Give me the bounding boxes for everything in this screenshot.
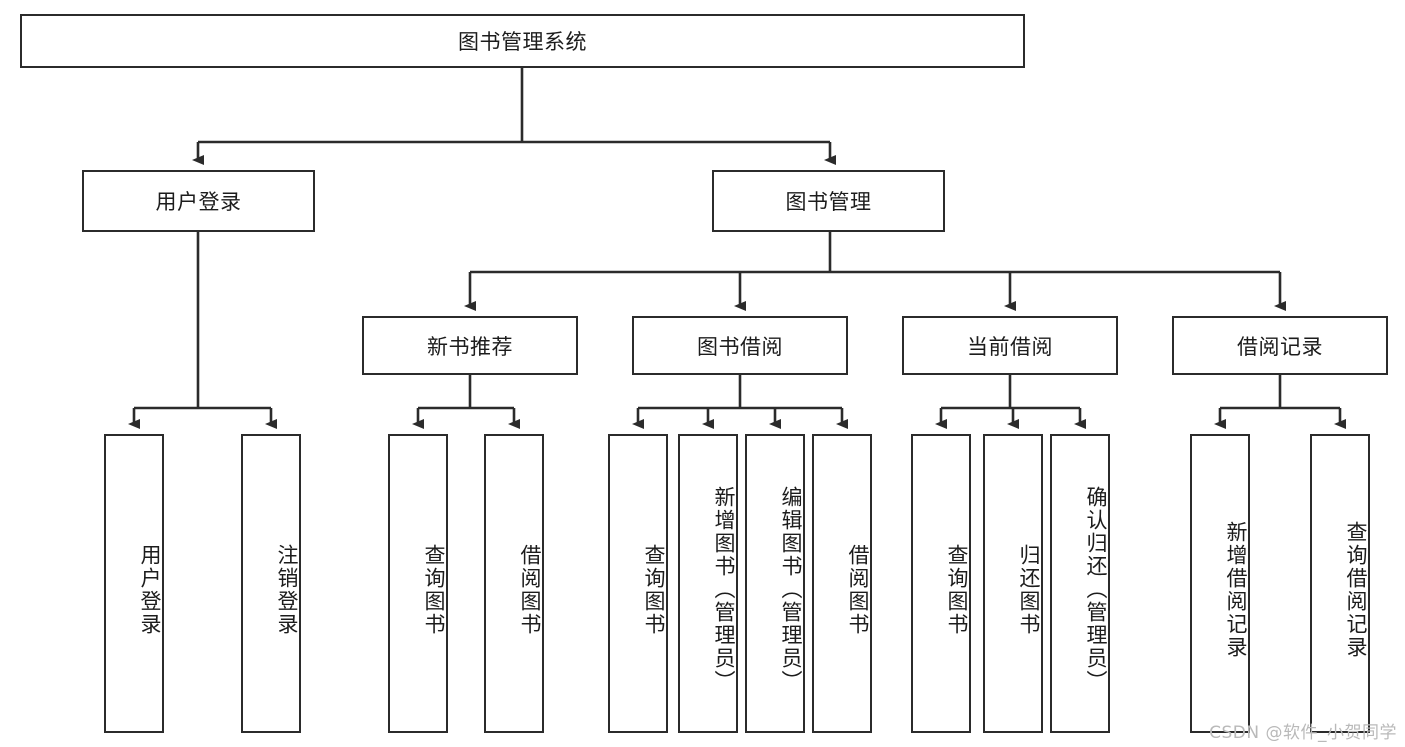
node-leaf-query-book-3[interactable]: 查询图书 — [911, 434, 971, 733]
node-leaf-user-login-label: 用户登录 — [138, 543, 162, 636]
node-leaf-query-book-1[interactable]: 查询图书 — [388, 434, 448, 733]
node-leaf-add-book-label: 新增图书（管理员） — [712, 486, 736, 693]
node-leaf-edit-book[interactable]: 编辑图书（管理员） — [745, 434, 805, 733]
node-leaf-return-book[interactable]: 归还图书 — [983, 434, 1043, 733]
node-book-borrow-label: 图书借阅 — [697, 334, 783, 359]
node-borrow-record[interactable]: 借阅记录 — [1172, 316, 1388, 375]
node-leaf-return-book-label: 归还图书 — [1017, 543, 1041, 636]
node-leaf-query-book-2-label: 查询图书 — [642, 543, 666, 636]
node-leaf-query-record-label: 查询借阅记录 — [1344, 520, 1368, 659]
node-leaf-borrow-book-2-label: 借阅图书 — [846, 543, 870, 636]
node-book-manage-label: 图书管理 — [785, 190, 872, 214]
node-leaf-borrow-book-1[interactable]: 借阅图书 — [484, 434, 544, 733]
node-book-borrow[interactable]: 图书借阅 — [632, 316, 848, 375]
node-leaf-borrow-book-1-label: 借阅图书 — [518, 543, 542, 636]
node-leaf-edit-book-label: 编辑图书（管理员） — [779, 486, 803, 693]
node-leaf-add-book[interactable]: 新增图书（管理员） — [678, 434, 738, 733]
node-current-borrow[interactable]: 当前借阅 — [902, 316, 1118, 375]
node-book-manage[interactable]: 图书管理 — [712, 170, 945, 232]
node-root-label: 图书管理系统 — [458, 30, 587, 54]
watermark: CSDN @软件_小贺同学 — [1209, 723, 1397, 743]
node-current-borrow-label: 当前借阅 — [967, 334, 1053, 359]
node-leaf-user-logout[interactable]: 注销登录 — [241, 434, 301, 733]
node-leaf-query-book-2[interactable]: 查询图书 — [608, 434, 668, 733]
node-new-book-rec[interactable]: 新书推荐 — [362, 316, 578, 375]
node-leaf-query-book-3-label: 查询图书 — [945, 543, 969, 636]
node-leaf-borrow-book-2[interactable]: 借阅图书 — [812, 434, 872, 733]
node-borrow-record-label: 借阅记录 — [1237, 334, 1323, 359]
node-leaf-query-record[interactable]: 查询借阅记录 — [1310, 434, 1370, 733]
node-leaf-user-login[interactable]: 用户登录 — [104, 434, 164, 733]
node-root[interactable]: 图书管理系统 — [20, 14, 1025, 68]
node-user-login-label: 用户登录 — [155, 190, 242, 214]
node-leaf-user-logout-label: 注销登录 — [275, 543, 299, 636]
node-leaf-query-book-1-label: 查询图书 — [422, 543, 446, 636]
node-leaf-confirm-return-label: 确认归还（管理员） — [1084, 486, 1108, 693]
node-user-login[interactable]: 用户登录 — [82, 170, 315, 232]
node-leaf-add-record-label: 新增借阅记录 — [1224, 520, 1248, 659]
node-leaf-confirm-return[interactable]: 确认归还（管理员） — [1050, 434, 1110, 733]
node-leaf-add-record[interactable]: 新增借阅记录 — [1190, 434, 1250, 733]
node-new-book-rec-label: 新书推荐 — [427, 334, 513, 359]
